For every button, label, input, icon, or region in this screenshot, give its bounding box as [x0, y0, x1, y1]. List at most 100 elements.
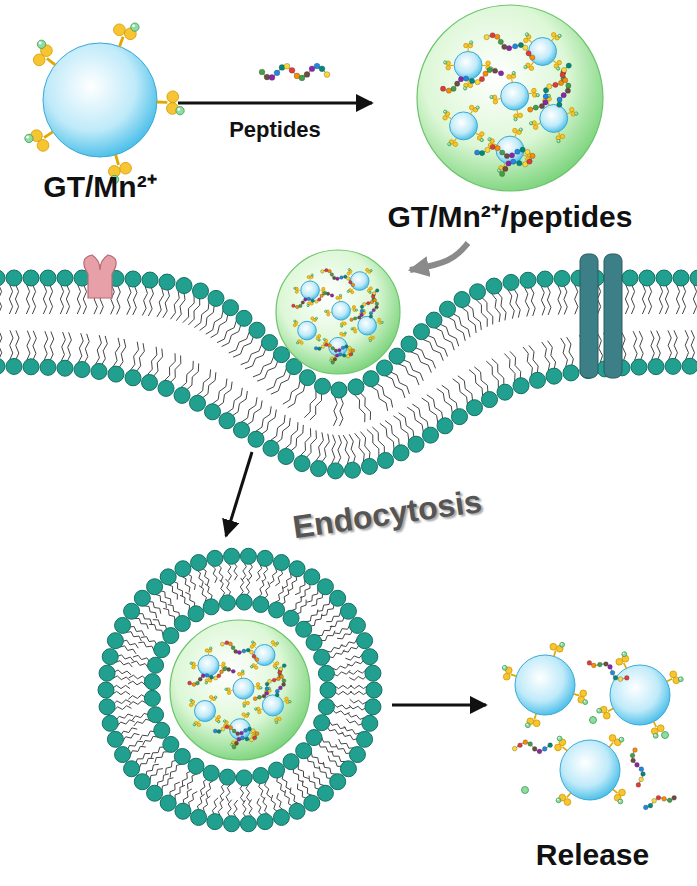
- lipid-head: [365, 665, 381, 681]
- linker-arm: [316, 337, 319, 340]
- amino-acid: [479, 150, 484, 155]
- lipid-tail: [196, 570, 203, 587]
- lipid-tail: [547, 285, 551, 315]
- ion-highlight: [537, 94, 538, 95]
- amino-acid: [255, 658, 259, 662]
- lipid-head: [263, 440, 279, 456]
- lipid-tail: [84, 334, 89, 364]
- lipid-tail: [393, 416, 409, 442]
- mn-ion: [341, 325, 343, 327]
- lipid-tail: [148, 601, 161, 613]
- lipid-tail: [350, 685, 368, 688]
- lipid-head: [401, 336, 417, 352]
- amino-acid: [500, 150, 505, 155]
- lipid-head: [311, 461, 327, 477]
- linker-arm: [209, 679, 212, 682]
- lipid-tail: [326, 611, 341, 622]
- ion-highlight: [513, 72, 514, 73]
- node-label: GT/Mn²⁺/peptides: [388, 200, 633, 235]
- amino-acid: [528, 742, 533, 747]
- linker-arm: [327, 313, 330, 316]
- amino-acid: [532, 747, 537, 752]
- linker-stem: [310, 278, 311, 281]
- ion-highlight: [575, 113, 576, 114]
- lipid-tail: [529, 345, 538, 374]
- lipid-tail: [9, 330, 13, 360]
- linker-stem: [210, 699, 212, 702]
- gt-sphere: [597, 652, 683, 738]
- node-figure: [502, 642, 683, 809]
- lipid-tail: [481, 297, 493, 325]
- illustration-part: [233, 678, 254, 699]
- lipid-tail: [15, 284, 18, 314]
- lipid-tail: [303, 780, 313, 795]
- linker-stem: [312, 320, 313, 322]
- amino-acid: [375, 302, 378, 305]
- lipid-head: [289, 803, 305, 819]
- lipid-tail: [300, 428, 311, 456]
- lipid-tail: [128, 695, 146, 699]
- linker-stem: [256, 663, 258, 665]
- amino-acid: [321, 345, 324, 348]
- endocytosis-arrow: [226, 452, 252, 536]
- illustration-part: [195, 701, 216, 722]
- linker-arm: [446, 65, 451, 70]
- lipid-tail: [248, 562, 252, 580]
- amino-acid: [252, 654, 256, 658]
- amino-acid: [334, 349, 337, 352]
- gt-mn-nanoparticle: GT/Mn²⁺: [25, 25, 175, 210]
- mn-ion: [325, 310, 327, 312]
- peptide-chain: [587, 661, 629, 682]
- amino-acid: [520, 147, 525, 152]
- lipid-tail: [648, 284, 651, 314]
- mn-ion: [315, 317, 317, 319]
- lipid-head: [23, 270, 39, 286]
- lipid-tail: [218, 799, 224, 817]
- lipid-head: [363, 371, 379, 387]
- peptide-chain: [213, 725, 255, 736]
- ion-highlight: [369, 340, 371, 342]
- mn-ion: [444, 61, 447, 64]
- complex-at-membrane: [276, 250, 400, 374]
- ion-highlight: [225, 688, 227, 690]
- lipid-head: [300, 370, 316, 386]
- lipid-head: [377, 360, 393, 376]
- channel-protein: [580, 254, 598, 378]
- lipid-head: [554, 270, 570, 286]
- peptide-chain: [188, 667, 236, 686]
- peptide-chain: [314, 343, 351, 352]
- lipid-tail: [271, 795, 278, 812]
- ion-highlight: [526, 33, 527, 34]
- lipid-tail: [199, 586, 206, 603]
- lipid-head: [314, 715, 330, 731]
- mn-ion: [242, 670, 244, 672]
- lipid-tail: [322, 737, 337, 747]
- amino-acid: [635, 763, 640, 768]
- amino-acid: [278, 671, 282, 675]
- release-arrow: [392, 704, 486, 707]
- lipid-tail: [129, 626, 145, 635]
- vesicle-heads: [98, 548, 382, 831]
- mn-ion: [25, 134, 33, 142]
- mn-ion: [294, 287, 296, 289]
- gt-sphere: [488, 128, 532, 172]
- lipid-tail: [44, 331, 48, 361]
- illustration-part: [560, 740, 620, 800]
- amino-acid: [672, 795, 677, 800]
- lipid-tail: [217, 382, 232, 408]
- lipid-head: [348, 379, 364, 395]
- amino-acid: [351, 349, 354, 352]
- amino-acid: [542, 747, 547, 752]
- lipid-head: [331, 382, 347, 398]
- linker-arm: [486, 61, 491, 65]
- lipid-tail: [336, 744, 352, 753]
- linker-stem: [511, 78, 513, 82]
- linker-stem: [450, 65, 454, 66]
- lipid-head: [57, 360, 73, 376]
- amino-acid: [566, 63, 571, 68]
- amino-acid: [565, 88, 570, 93]
- lipid-tail: [685, 330, 688, 360]
- linker-stem: [283, 701, 286, 702]
- lipid-head: [306, 634, 322, 650]
- lipid-tail: [183, 789, 192, 805]
